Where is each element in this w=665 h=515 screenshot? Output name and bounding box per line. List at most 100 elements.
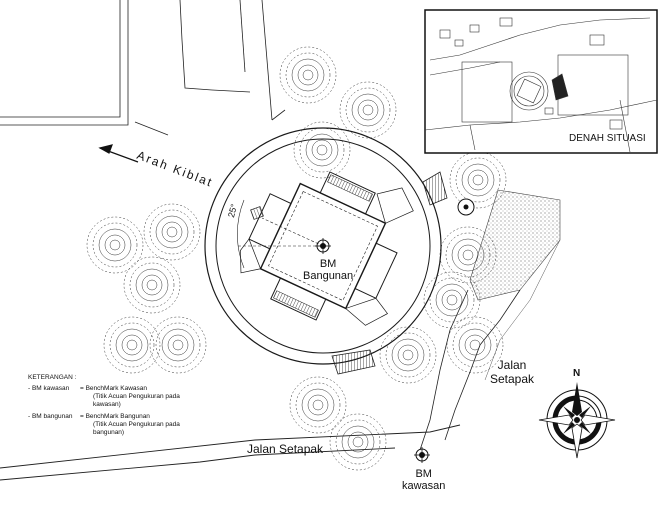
tree-ring <box>446 294 458 306</box>
bm-bangunan-line2: Bangunan <box>303 270 354 282</box>
tree-ring <box>109 322 155 368</box>
tree-ring <box>141 274 163 296</box>
tree-ring <box>455 157 501 203</box>
tree-ring <box>458 328 492 362</box>
tree-ring <box>104 234 126 256</box>
tree-ring <box>295 382 341 428</box>
tree-ring <box>446 316 504 374</box>
road-jalan-setapak <box>0 424 461 481</box>
jalan-setapak-bottom-label: Jalan Setapak <box>247 442 324 456</box>
tree-ring <box>103 316 161 374</box>
bm-kawasan-label: BM kawasan <box>402 468 445 492</box>
bm-bangunan-label: BM Bangunan <box>303 258 353 282</box>
tree-ring <box>451 238 485 272</box>
qibla-arrow <box>98 144 139 163</box>
legend-item: - BM bangunan = BenchMark Bangunan <box>28 413 180 421</box>
legend-note: (Titik Acuan Pengukuran pada <box>93 421 180 428</box>
site-boundary-lines <box>0 0 286 136</box>
tree-ring <box>279 46 337 104</box>
tree-ring <box>86 216 144 274</box>
tree-ring <box>439 226 497 284</box>
tree-ring <box>467 169 489 191</box>
tree-ring <box>302 69 314 81</box>
tree-ring <box>464 334 486 356</box>
tree-ring <box>307 394 329 416</box>
tree-ring <box>299 127 345 173</box>
tree-ring <box>161 328 195 362</box>
tree-ring <box>98 228 132 262</box>
tree-ring <box>146 279 158 291</box>
tree-ring <box>449 151 507 209</box>
tree-ring <box>435 283 469 317</box>
circular-plaza <box>204 127 442 365</box>
tree-ring <box>379 326 437 384</box>
legend-item: - BM kawasan = BenchMark Kawasan <box>28 385 180 393</box>
tree-ring <box>397 344 419 366</box>
tree-ring <box>329 413 387 471</box>
tree-ring <box>161 221 183 243</box>
tree-ring <box>385 332 431 378</box>
legend-title: KETERANGAN : <box>28 374 77 381</box>
tree-ring <box>457 244 479 266</box>
tree-ring <box>293 121 351 179</box>
tree-ring <box>289 376 347 434</box>
tree-ring <box>462 249 474 261</box>
legend-note: kawasan) <box>93 401 121 408</box>
tree-ring <box>172 339 184 351</box>
tree-ring <box>452 322 498 368</box>
tree-ring <box>461 163 495 197</box>
tree-ring <box>311 139 333 161</box>
tree-ring <box>155 322 201 368</box>
trees <box>86 46 507 471</box>
bm-kawasan-line2: kawasan <box>402 480 446 492</box>
bm-kawasan-marker <box>414 447 430 463</box>
jalan-setapak-right-line2: Setapak <box>490 372 535 386</box>
tree-ring <box>339 81 397 139</box>
tree-ring <box>472 174 484 186</box>
tree-ring <box>109 239 121 251</box>
tree-ring <box>316 144 328 156</box>
tree-ring <box>335 419 381 465</box>
tree-ring <box>143 203 201 261</box>
tree-ring <box>347 431 369 453</box>
legend-note: (Titik Acuan Pengukuran pada <box>93 393 180 400</box>
bm-bangunan-marker <box>315 238 331 254</box>
tree-ring <box>149 209 195 255</box>
tree-ring <box>469 339 481 351</box>
denah-situasi-label: DENAH SITUASI <box>569 133 646 144</box>
legend-keterangan: KETERANGAN : - BM kawasan = BenchMark Ka… <box>28 374 180 437</box>
denah-situasi-inset <box>424 9 658 154</box>
tree-ring <box>357 99 379 121</box>
tree-ring <box>445 232 491 278</box>
north-compass-icon <box>538 382 616 459</box>
tree-ring <box>352 436 364 448</box>
tree-ring <box>312 399 324 411</box>
tree-ring <box>345 87 391 133</box>
tree-ring <box>441 289 463 311</box>
tree-ring <box>351 93 385 127</box>
legend-key: - BM kawasan <box>28 385 70 392</box>
tree-ring <box>167 334 189 356</box>
tree-ring <box>305 133 339 167</box>
tree-ring <box>423 271 481 329</box>
tree-ring <box>166 226 178 238</box>
mosque-building <box>240 171 414 326</box>
footpath-right <box>419 189 561 451</box>
tree-ring <box>297 64 319 86</box>
angle-marker <box>237 199 324 269</box>
tree-ring <box>391 338 425 372</box>
compass-north-label: N <box>573 368 581 379</box>
legend-note: bangunan) <box>93 429 125 436</box>
ring-stairs <box>331 171 448 375</box>
tree-ring <box>92 222 138 268</box>
legend-value: = BenchMark Bangunan <box>80 413 150 420</box>
tree-ring <box>341 425 375 459</box>
jalan-setapak-right-line1: Jalan <box>497 358 527 372</box>
bm-kawasan-line1: BM <box>415 468 432 480</box>
tree-ring <box>126 339 138 351</box>
legend-value: = BenchMark Kawasan <box>80 385 148 392</box>
tree-ring <box>429 277 475 323</box>
tree-ring <box>149 316 207 374</box>
tree-ring <box>285 52 331 98</box>
